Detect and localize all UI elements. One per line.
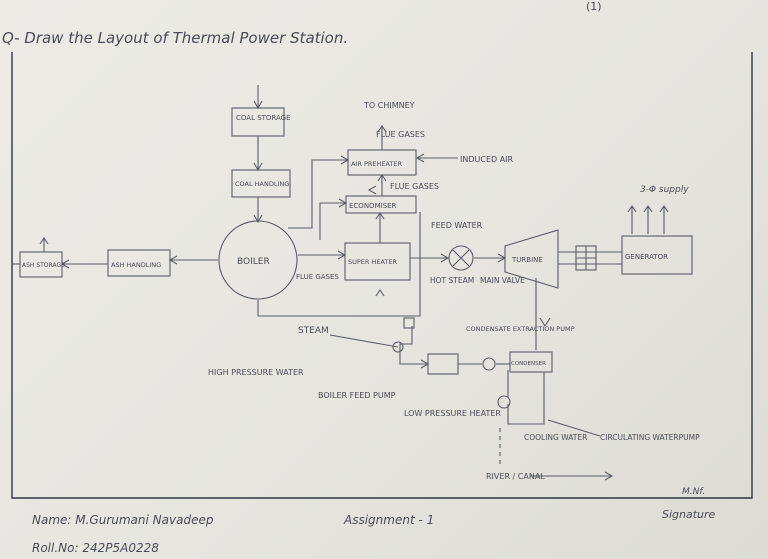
three-phase-supply-label: 3-Φ supply [640,185,689,195]
flow-lines [12,85,665,477]
pumps [329,334,601,437]
circulating-water-pump-label: CIRCULATING WATERPUMP [600,433,700,442]
steam-label: STEAM [298,326,329,336]
boiler-feed-pump-symbol [392,341,404,353]
condensate-pump-label: CONDENSATE EXTRACTION PUMP [466,325,575,333]
low-pressure-heater-label: LOW PRESSURE HEATER [404,409,501,418]
flue-gases-top-label: FLUE GASES [376,130,425,139]
coal-handling-block: COAL HANDLING [231,169,291,198]
induced-air-label: INDUCED AIR [460,155,514,164]
diagram-labels: TO CHIMNEY FLUE GASES INDUCED AIR FLUE G… [208,101,700,481]
question-title: Q- Draw the Layout of Thermal Power Stat… [2,29,348,47]
flue-gas-duct-2 [319,202,346,240]
ash-handling-label: ASH HANDLING [111,261,161,269]
roll-number: Roll.No: 242P5A0228 [32,541,159,555]
main-valve-symbol [448,245,474,271]
feed-water-label: FEED WATER [431,221,483,230]
boiler-feed-pump-label: BOILER FEED PUMP [318,391,396,400]
frame-border [11,52,753,499]
ash-handling-block: ASH HANDLING [107,249,171,277]
coal-storage-block: COAL STORAGE [231,107,291,137]
to-chimney-label: TO CHIMNEY [363,101,415,110]
generator-label: GENERATOR [625,253,668,261]
air-preheater-block: AIR PREHEATER [347,149,417,176]
condenser-block: CONDENSER [509,351,553,373]
ash-storage-label: ASH STORAGE [22,262,65,269]
hp-heater-block [403,317,415,329]
boiler-label: BOILER [237,257,270,267]
turbine-generator-shaft [558,251,622,265]
coal-storage-label: COAL STORAGE [236,114,291,122]
turbine-block: TURBINE [504,229,559,289]
economiser-block: ECONOMISER [345,195,417,214]
ash-storage-block: ASH STORAGE [19,251,65,278]
coal-handling-label: COAL HANDLING [235,180,289,188]
condensate-pump-symbol [482,357,496,371]
flue-gas-duct-1 [288,159,348,229]
flue-gases-boiler-label: FLUE GASES [296,273,339,281]
feed-pump-leader-line [329,334,399,348]
footer: Name: M.Gurumani Navadeep Roll.No: 242P5… [32,487,716,555]
super-heater-block: SUPER HEATER [344,242,411,281]
coupling-symbol [575,245,597,271]
signature-mark: M.Nf. [682,487,705,497]
high-pressure-water-label: HIGH PRESSURE WATER [208,368,304,377]
cooling-water-label: COOLING WATER [524,433,587,442]
pump-leader-line [547,419,601,437]
assignment-label: Assignment - 1 [343,513,434,527]
river-canal-label: RIVER / CANAL [486,472,545,481]
lp-heater-block [427,353,459,375]
supply-lines [631,206,665,234]
condenser-label: CONDENSER [511,361,546,367]
air-preheater-label: AIR PREHEATER [351,160,403,168]
economiser-label: ECONOMISER [349,202,397,210]
page-number: (1) [586,0,602,13]
hot-steam-label: HOT STEAM [430,276,474,285]
arrow-heads [39,100,669,481]
signature-label: Signature [662,508,716,521]
hp-water-line [399,326,428,365]
student-name: Name: M.Gurumani Navadeep [32,513,214,527]
cooling-return-line [507,372,545,425]
main-valve-label: MAIN VALVE [480,276,525,285]
boiler-block: BOILER [218,220,298,300]
circulating-pump-symbol [497,395,511,409]
flue-gases-mid-label: FLUE GASES [390,182,439,191]
generator-block: GENERATOR [621,235,693,275]
super-heater-label: SUPER HEATER [348,258,398,266]
turbine-label: TURBINE [511,256,543,264]
steam-loop-line [257,212,421,317]
